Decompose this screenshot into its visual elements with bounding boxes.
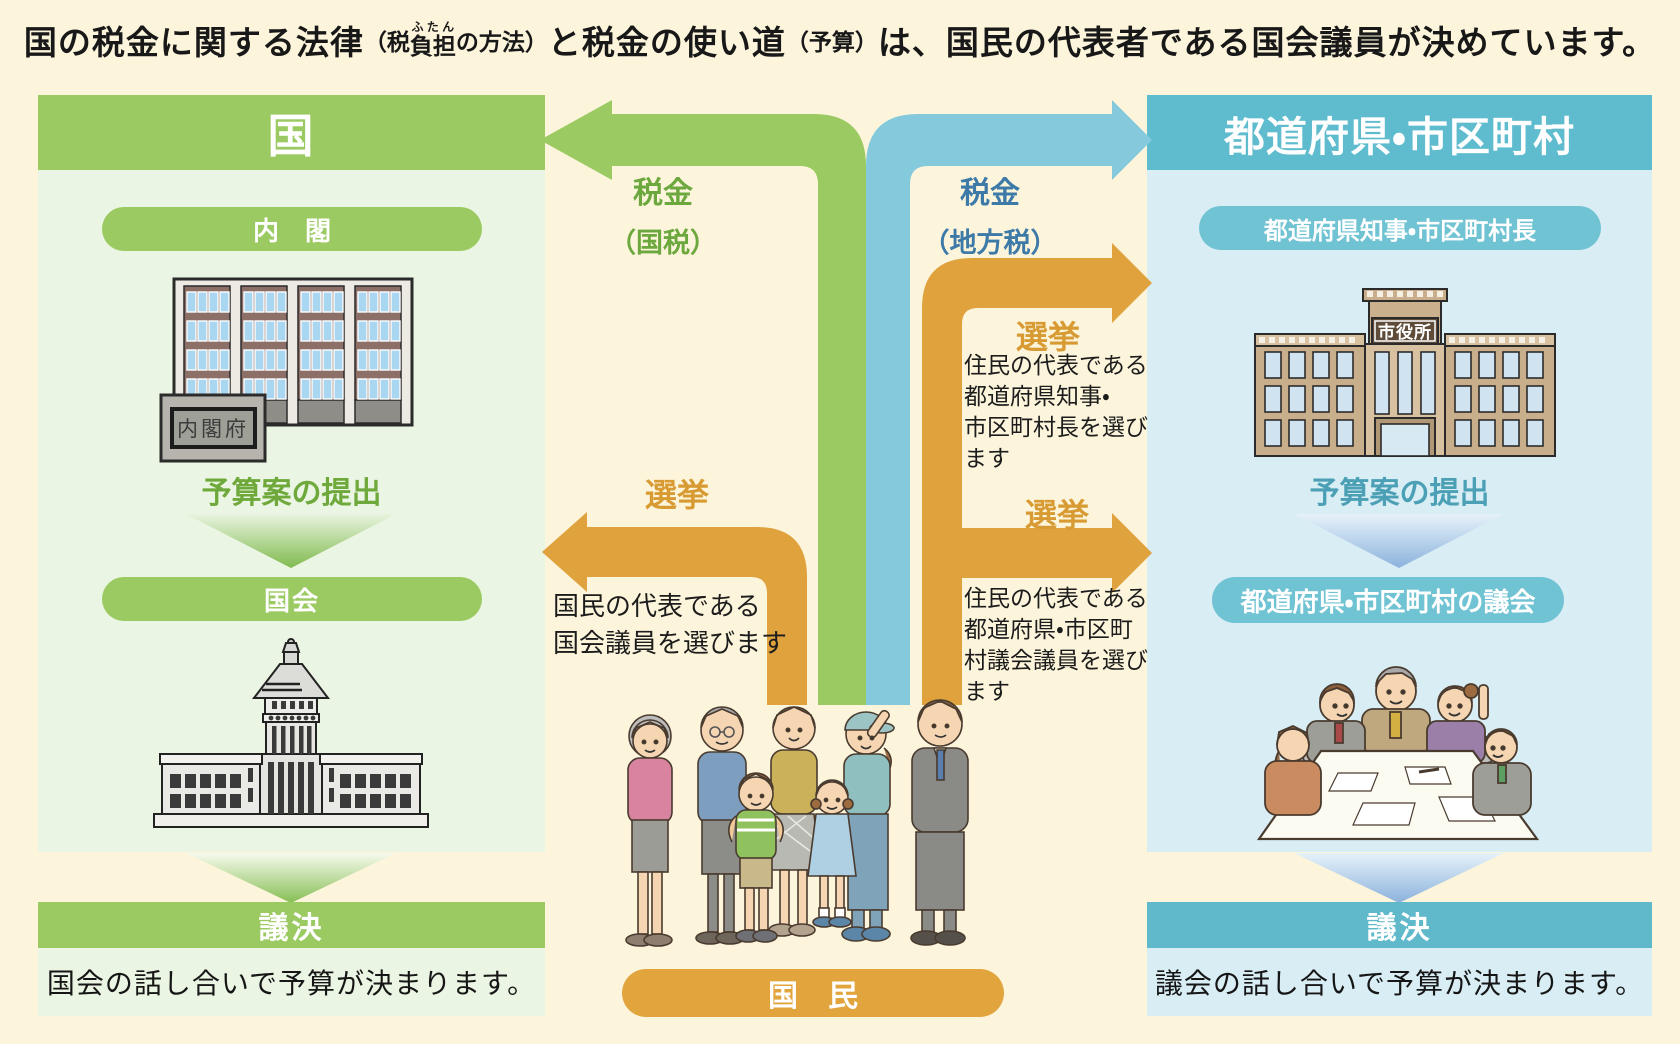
local-decision-arrow [1294,853,1504,903]
national-vote-bar: 議決 [38,902,545,948]
citizens-badge: 国 民 [622,969,1004,1017]
tax-local-label: 税金 （地方税） [922,177,1058,258]
diet-building-illustration [153,638,429,828]
national-panel-header: 国 [38,95,545,170]
title-paren1-open: （税 [363,29,410,55]
title-part1: 国の税金に関する法律 [23,24,364,61]
national-budget-label: 予算案の提出 [201,477,382,510]
assembly-badge: 都道府県・市区町村の議会 [1212,577,1564,623]
citizens-illustration [625,699,969,947]
city-hall-illustration: 市役所 [1254,288,1556,457]
city-hall-sign: 市役所 [1378,322,1432,342]
local-panel-header: 都道府県・市区町村 [1147,95,1652,170]
title-ruby: 負担ふたん [409,19,456,59]
page-title: 国の税金に関する法律（税負担ふたんの方法）と税金の使い道（予算）は、国民の代表者… [0,0,1680,80]
national-decision-arrow [186,853,396,903]
election-right-bottom-text: 住民の代表である 都道府県・市区町 村議会議員を選び ます [964,585,1148,704]
election-right-top-label: 選挙 [1015,319,1080,355]
cabinet-badge: 内 閣 [102,207,482,251]
council-meeting-illustration [1256,666,1540,841]
cabinet-building-illustration: 内閣府 [159,277,414,463]
local-budget-label: 予算案の提出 [1309,477,1490,510]
election-right-top-text: 住民の代表である 都道府県知事・ 市区町村長を選び ます [964,352,1148,471]
governor-badge: 都道府県知事・市区町村長 [1199,206,1601,250]
tax-national-label: 税金 （国税） [609,177,717,258]
title-part2: と税金の使い道 [547,24,786,61]
title-part3: は、国民の代表者である国会議員が決めています。 [877,24,1657,61]
national-bottom-note: 国会の話し合いで予算が決まります。 [38,948,545,1016]
title-paren2: （予算） [785,29,878,55]
diet-badge: 国会 [102,577,482,621]
local-bottom-note: 議会の話し合いで予算が決まります。 [1147,948,1652,1016]
cabinet-building-sign: 内閣府 [177,418,249,441]
election-left-label: 選挙 [644,477,709,513]
election-left-text: 国民の代表である 国会議員を選びます [553,591,788,658]
local-vote-bar: 議決 [1147,902,1652,948]
election-right-bottom-label: 選挙 [1024,497,1089,533]
title-paren1-close: の方法） [455,29,548,55]
